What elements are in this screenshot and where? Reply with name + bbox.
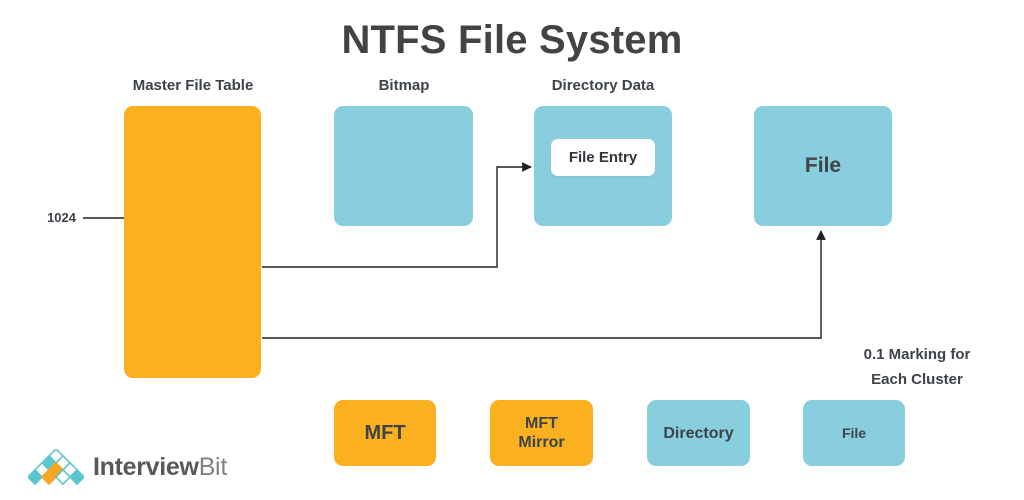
block-directory-data[interactable]: File Entry (534, 106, 672, 226)
page-title: NTFS File System (341, 18, 683, 62)
block-master-file-table[interactable] (124, 106, 261, 378)
mft-size-label: 1024 (47, 210, 76, 225)
cluster-note: 0.1 Marking for Each Cluster (827, 342, 1007, 392)
legend-item-mft[interactable]: MFT (334, 400, 436, 466)
interviewbit-wordmark: InterviewBit (93, 453, 227, 482)
legend-item-mft-label: MFT (364, 421, 406, 444)
block-file-label: File (804, 154, 842, 177)
legend-item-mft-mirror[interactable]: MFT Mirror (490, 400, 593, 466)
legend-item-directory[interactable]: Directory (647, 400, 750, 466)
interviewbit-diamond-mark (28, 449, 84, 486)
cluster-note-line-1: 0.1 Marking for (863, 346, 971, 363)
caption-bitmap: Bitmap (378, 77, 430, 94)
legend-item-file[interactable]: File (803, 400, 905, 466)
block-bitmap-label (334, 106, 473, 226)
block-bitmap[interactable] (334, 106, 473, 226)
legend-item-directory-label: Directory (663, 424, 734, 442)
file-entry-chip[interactable]: File Entry (551, 139, 655, 176)
block-master-file-table-label (124, 106, 261, 378)
logo-text-interview: Interview (93, 453, 199, 481)
legend-item-mft-mirror-label-1: MFT (525, 415, 558, 432)
caption-master-file-table: Master File Table (132, 77, 254, 94)
interviewbit-logo[interactable]: InterviewBit (28, 449, 227, 486)
caption-directory-data: Directory Data (551, 77, 655, 94)
logo-text-bit: Bit (198, 453, 228, 481)
block-file[interactable]: File (754, 106, 892, 226)
legend-item-mft-mirror-label-2: Mirror (518, 434, 565, 451)
legend-item-file-label: File (841, 424, 867, 441)
cluster-note-line-2: Each Cluster (871, 371, 963, 388)
